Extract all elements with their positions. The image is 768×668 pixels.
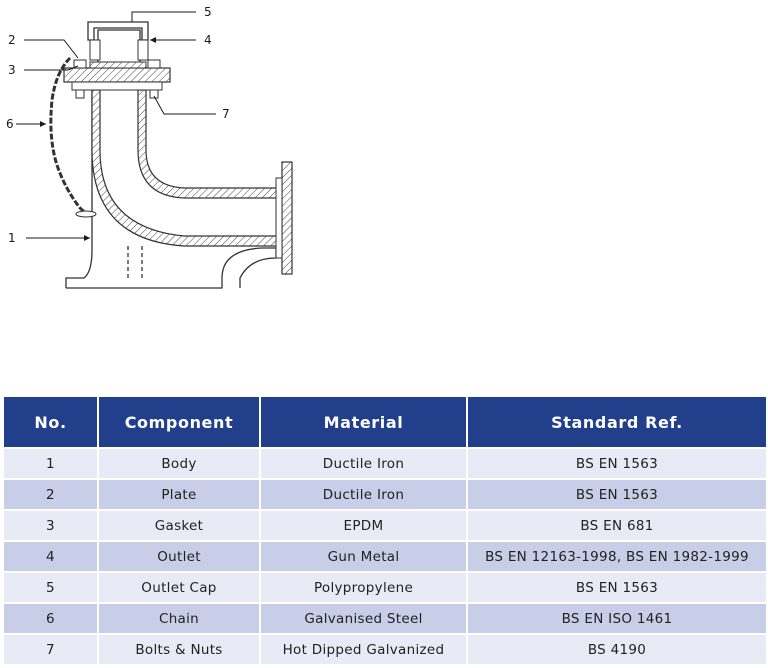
cell-standard: BS EN 12163-1998, BS EN 1982-1999 bbox=[468, 542, 766, 571]
cell-no: 6 bbox=[4, 604, 97, 633]
cell-component: Chain bbox=[99, 604, 259, 633]
cell-component: Bolts & Nuts bbox=[99, 635, 259, 664]
elbow-outer-wall bbox=[91, 89, 283, 247]
callout-5: 5 bbox=[204, 5, 212, 19]
callout-3: 3 bbox=[8, 63, 16, 77]
cell-material: Ductile Iron bbox=[261, 480, 466, 509]
cell-material: Galvanised Steel bbox=[261, 604, 466, 633]
cell-standard: BS EN 1563 bbox=[468, 449, 766, 478]
cell-material: Ductile Iron bbox=[261, 449, 466, 478]
cell-material: Polypropylene bbox=[261, 573, 466, 602]
callout-7: 7 bbox=[222, 107, 230, 121]
cell-component: Plate bbox=[99, 480, 259, 509]
table-row: 2 Plate Ductile Iron BS EN 1563 bbox=[4, 480, 766, 509]
hydrant-cross-section-diagram: 1 2 3 4 5 6 7 bbox=[6, 5, 293, 289]
cell-no: 3 bbox=[4, 511, 97, 540]
table-row: 1 Body Ductile Iron BS EN 1563 bbox=[4, 449, 766, 478]
outlet-flange bbox=[281, 161, 293, 275]
cell-standard: BS EN 1563 bbox=[468, 480, 766, 509]
cell-standard: BS 4190 bbox=[468, 635, 766, 664]
outlet-cap bbox=[87, 21, 149, 41]
base-flange bbox=[66, 247, 277, 289]
cell-component: Outlet Cap bbox=[99, 573, 259, 602]
table-row: 4 Outlet Gun Metal BS EN 12163-1998, BS … bbox=[4, 542, 766, 571]
cell-material: EPDM bbox=[261, 511, 466, 540]
cell-no: 4 bbox=[4, 542, 97, 571]
callout-4: 4 bbox=[204, 33, 212, 47]
table-row: 6 Chain Galvanised Steel BS EN ISO 1461 bbox=[4, 604, 766, 633]
top-flange bbox=[63, 67, 171, 83]
header-standard-ref: Standard Ref. bbox=[468, 397, 766, 447]
cell-component: Gasket bbox=[99, 511, 259, 540]
callout-2: 2 bbox=[8, 33, 16, 47]
cell-standard: BS EN 1563 bbox=[468, 573, 766, 602]
gasket bbox=[89, 61, 147, 69]
header-material: Material bbox=[261, 397, 466, 447]
table-header-row: No. Component Material Standard Ref. bbox=[4, 397, 766, 447]
cell-material: Hot Dipped Galvanized bbox=[261, 635, 466, 664]
cell-no: 2 bbox=[4, 480, 97, 509]
bolts-and-nuts bbox=[73, 59, 161, 99]
header-component: Component bbox=[99, 397, 259, 447]
callout-1: 1 bbox=[8, 231, 16, 245]
cell-no: 7 bbox=[4, 635, 97, 664]
cell-standard: BS EN ISO 1461 bbox=[468, 604, 766, 633]
cell-standard: BS EN 681 bbox=[468, 511, 766, 540]
table-row: 7 Bolts & Nuts Hot Dipped Galvanized BS … bbox=[4, 635, 766, 664]
cell-material: Gun Metal bbox=[261, 542, 466, 571]
cell-component: Outlet bbox=[99, 542, 259, 571]
cell-no: 1 bbox=[4, 449, 97, 478]
header-no: No. bbox=[4, 397, 97, 447]
table-row: 5 Outlet Cap Polypropylene BS EN 1563 bbox=[4, 573, 766, 602]
table-row: 3 Gasket EPDM BS EN 681 bbox=[4, 511, 766, 540]
component-table: No. Component Material Standard Ref. 1 B… bbox=[2, 395, 768, 666]
cell-no: 5 bbox=[4, 573, 97, 602]
outlet-neck bbox=[97, 29, 141, 62]
callout-6: 6 bbox=[6, 117, 14, 131]
cell-component: Body bbox=[99, 449, 259, 478]
